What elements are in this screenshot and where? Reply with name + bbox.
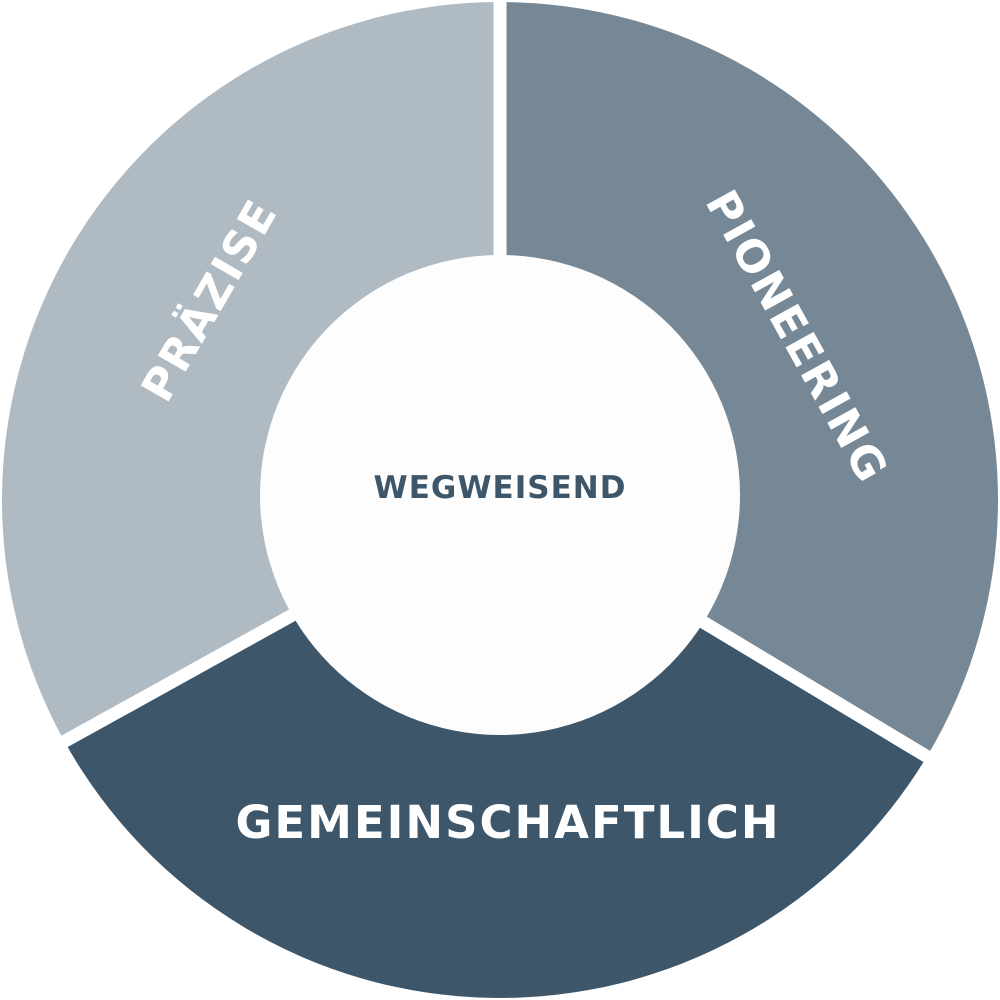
segment-pioneering <box>500 2 998 757</box>
center-circle <box>260 255 740 735</box>
label-gemeinschaftlich: GEMEINSCHAFTLICH <box>235 796 781 849</box>
segment-praezise <box>2 2 501 742</box>
center-label: WEGWEISEND <box>373 470 627 506</box>
segment-gemeinschaftlich <box>64 596 927 998</box>
